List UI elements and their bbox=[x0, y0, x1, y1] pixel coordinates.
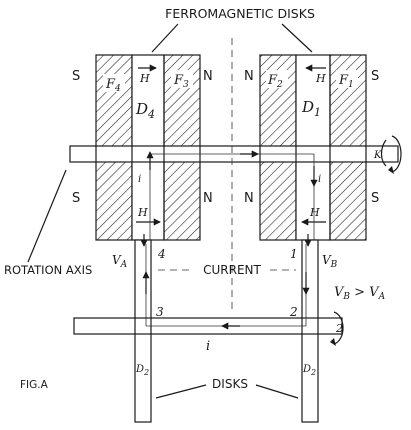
left-current-path: i bbox=[138, 151, 154, 240]
label-d1: D1 bbox=[301, 98, 321, 119]
pole-s-bottom-left: S bbox=[72, 191, 80, 206]
label-i-right: i bbox=[318, 174, 321, 185]
label-h-top-left: H bbox=[139, 72, 150, 85]
label-h-bottom-left: H bbox=[137, 206, 148, 219]
pole-n-top-right: N bbox=[244, 69, 254, 84]
shaft-end-k: K bbox=[373, 150, 382, 161]
pole-s-bottom-right: S bbox=[371, 191, 379, 206]
label-rotation-axis: ROTATION AXIS bbox=[4, 263, 92, 277]
label-disks: DISKS bbox=[212, 377, 248, 391]
pole-s-top-right: S bbox=[371, 69, 379, 84]
label-va: VA bbox=[112, 253, 128, 270]
bottom-shaft: 2 i bbox=[73, 311, 344, 354]
shaft-end-2: 2 bbox=[335, 322, 343, 335]
pole-s-top-left: S bbox=[72, 69, 80, 84]
rotation-axis-pointer bbox=[27, 169, 67, 263]
title-pointer-right bbox=[281, 23, 313, 53]
disks-pointer-right bbox=[255, 384, 299, 399]
point-1: 1 bbox=[290, 247, 298, 261]
fig-label: FIG.A bbox=[20, 379, 49, 391]
label-f2: F2 bbox=[267, 73, 283, 90]
disks-pointer-left bbox=[155, 384, 207, 399]
pole-n-top-left: N bbox=[203, 69, 213, 84]
current-guides: CURRENT bbox=[158, 38, 296, 312]
label-f1: F1 bbox=[338, 73, 354, 90]
label-d2-right: D2 bbox=[302, 364, 316, 377]
label-h-top-right: H bbox=[315, 72, 326, 85]
label-f4: F4 bbox=[105, 77, 121, 94]
title-ferromagnetic-disks: FERROMAGNETIC DISKS bbox=[165, 6, 315, 21]
label-vb: VB bbox=[322, 253, 338, 270]
right-current-path: i bbox=[296, 153, 321, 240]
pole-n-bottom-left: N bbox=[203, 191, 213, 206]
relation-vb-gt-va: VB > VA bbox=[334, 285, 386, 302]
label-d4: D4 bbox=[135, 100, 155, 121]
label-i-left: i bbox=[138, 174, 141, 185]
label-h-bottom-right: H bbox=[309, 206, 320, 219]
lower-current-lines bbox=[140, 234, 312, 326]
rotation-arrow-top bbox=[391, 135, 402, 173]
pole-n-bottom-right: N bbox=[244, 191, 254, 206]
rotation-arrow-bottom bbox=[333, 311, 344, 345]
label-i-bottom: i bbox=[206, 339, 210, 354]
label-f3: F3 bbox=[173, 73, 189, 90]
point-2: 2 bbox=[289, 305, 298, 319]
label-d2-left: D2 bbox=[135, 364, 149, 377]
title-pointer-left bbox=[151, 23, 179, 53]
label-current: CURRENT bbox=[203, 263, 261, 277]
point-3: 3 bbox=[156, 305, 164, 319]
point-4: 4 bbox=[157, 247, 166, 261]
